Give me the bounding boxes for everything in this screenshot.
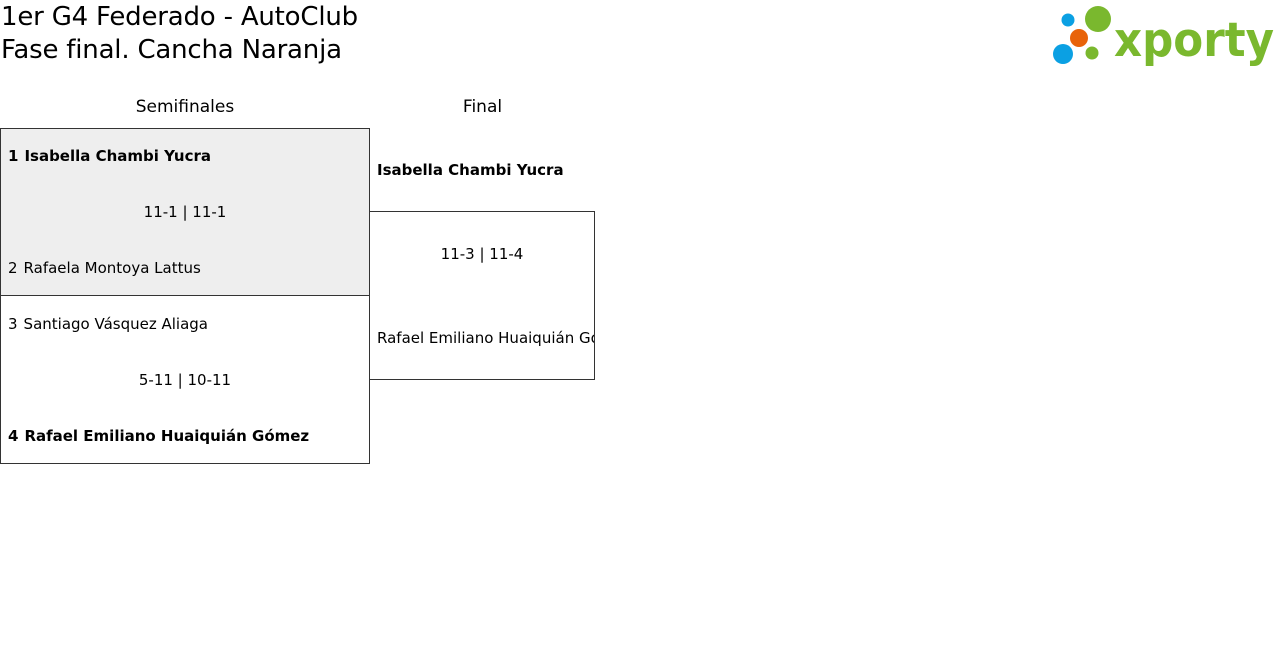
match-player-top: 3 Santiago Vásquez Aliaga [8,314,208,334]
page-subtitle: Fase final. Cancha Naranja [1,35,342,65]
match-player-bottom: 2 Rafaela Montoya Lattus [8,258,201,278]
player-seed: 1 [8,147,19,165]
final-match[interactable]: 11-3 | 11-4 Rafael Emiliano Huaiquián Gó… [369,211,595,380]
logo-wordmark: xporty [1114,13,1274,68]
match-score: 11-3 | 11-4 [440,245,524,263]
final-player-top: Isabella Chambi Yucra [377,161,564,179]
logo-dot-blue-small [1061,13,1075,27]
xporty-logo: xporty [1053,6,1274,68]
match-player-bottom: 4 Rafael Emiliano Huaiquián Gómez [8,426,309,446]
player-seed: 2 [8,259,18,277]
player-seed: 4 [8,427,19,445]
page-title: 1er G4 Federado - AutoClub [1,2,358,32]
logo-dot-orange [1070,29,1088,47]
match-player-top: 1 Isabella Chambi Yucra [8,146,211,166]
player-name: Rafael Emiliano Huaiquián Gómez [24,427,310,445]
round-header-final: Final [462,97,503,117]
match-score: 5-11 | 10-11 [138,371,232,389]
match-score: 11-1 | 11-1 [143,203,227,221]
player-seed: 3 [8,315,18,333]
player-name: Rafaela Montoya Lattus [23,259,201,277]
logo-dot-green-small [1085,46,1099,60]
logo-dot-blue-large [1053,44,1073,64]
logo-dot-green-large [1085,6,1111,32]
player-name: Santiago Vásquez Aliaga [23,315,208,333]
semifinal-match-1[interactable]: 1 Isabella Chambi Yucra 11-1 | 11-1 2 Rafa… [0,128,370,296]
player-name: Isabella Chambi Yucra [24,147,212,165]
final-player-bottom: Rafael Emiliano Huaiquián Gómez [377,329,594,347]
round-header-semifinals: Semifinales [135,97,235,117]
